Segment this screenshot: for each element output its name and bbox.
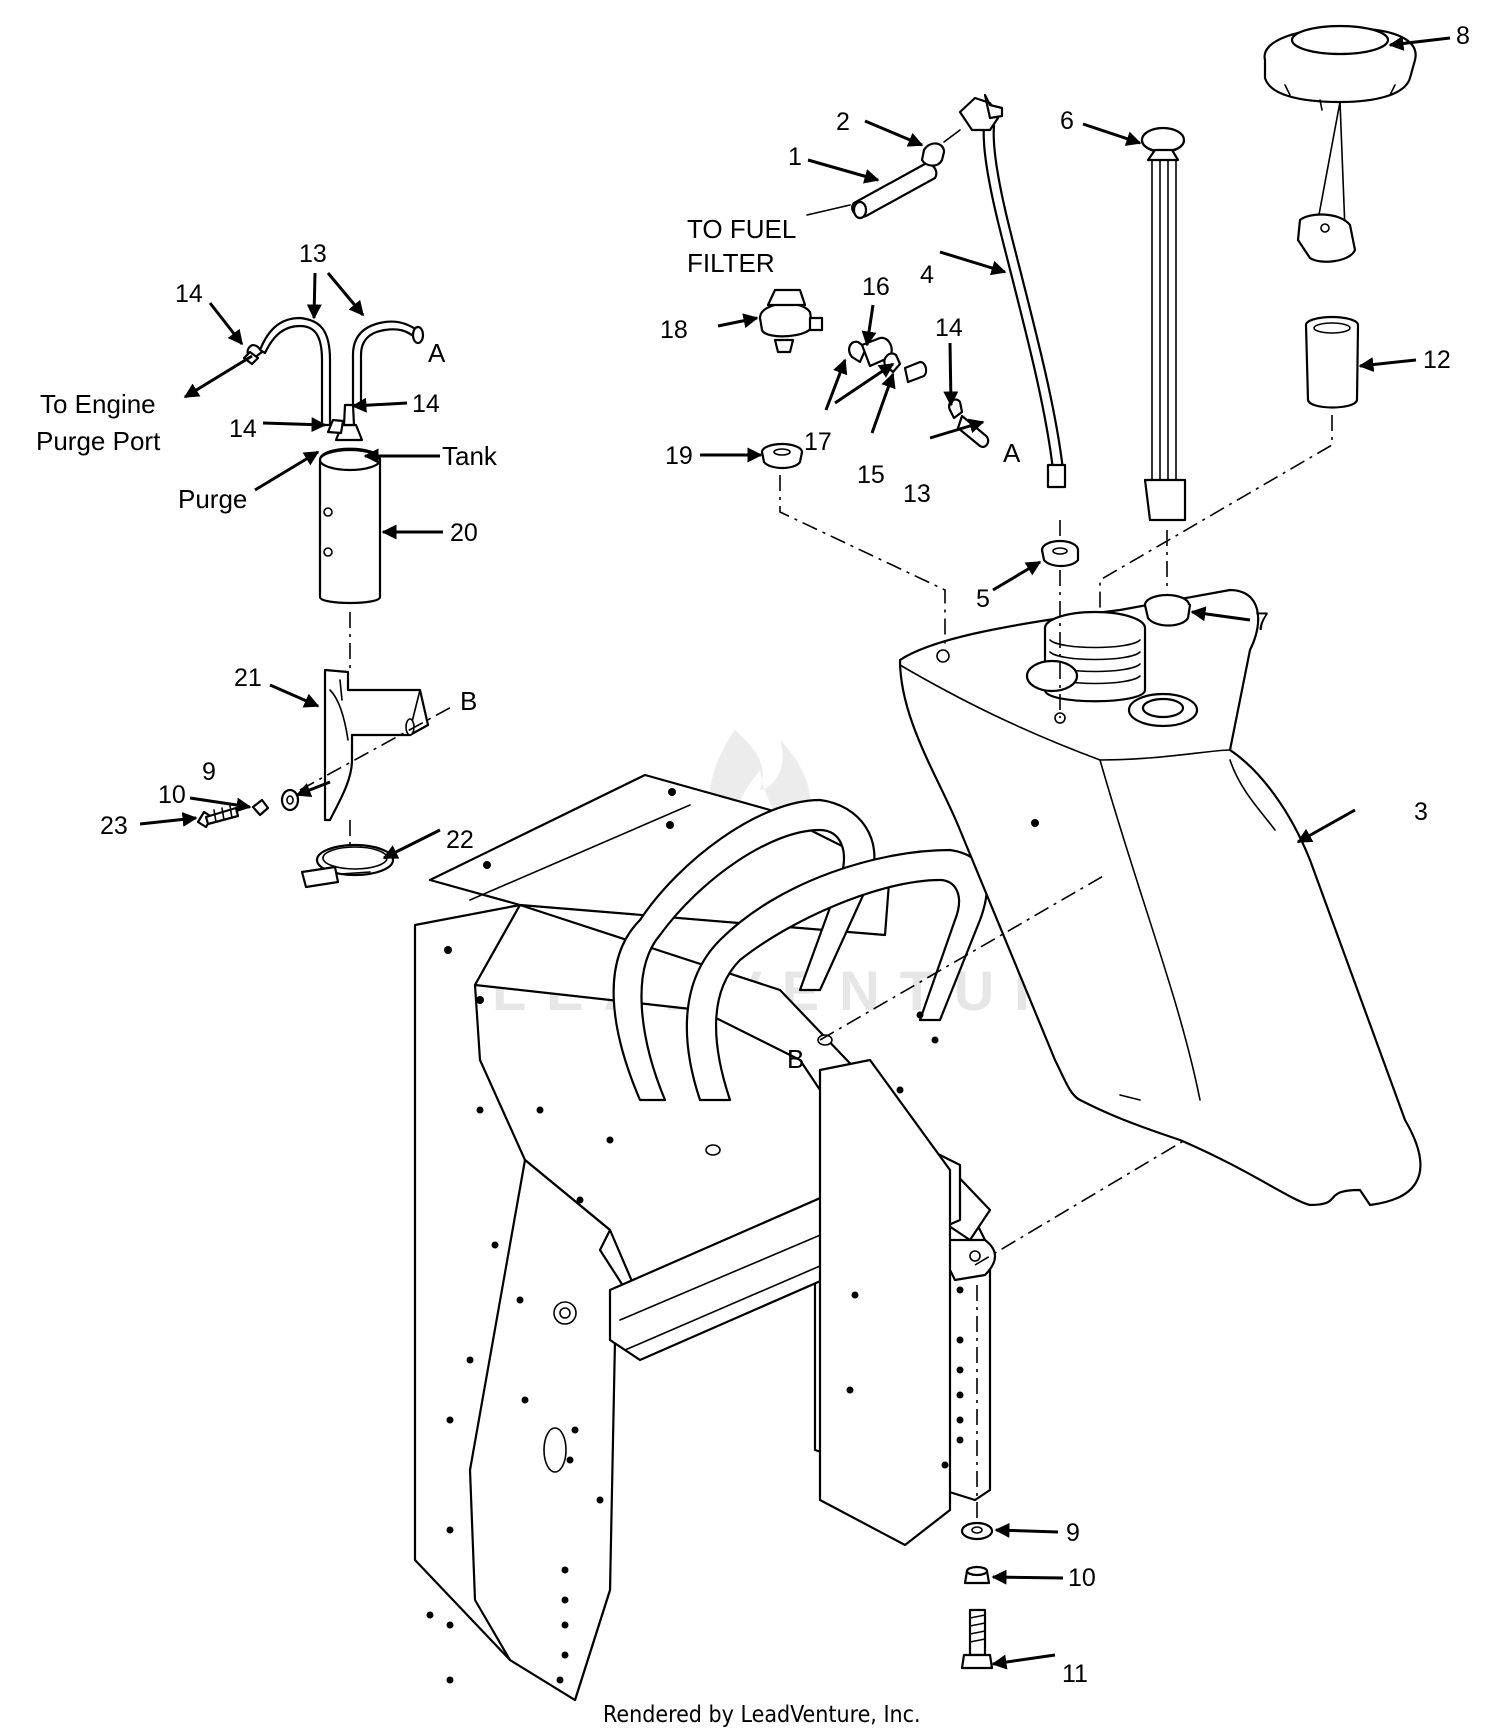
callout-1: 1 — [788, 143, 802, 171]
frame-holes — [426, 788, 964, 1684]
callout-10-bottom: 10 — [1068, 1564, 1096, 1592]
callout-21: 21 — [234, 664, 262, 692]
callout-12: 12 — [1423, 346, 1451, 374]
note-to-engine-2: Purge Port — [36, 426, 161, 456]
gauge-grommet — [1143, 593, 1192, 627]
note-tank: Tank — [442, 441, 498, 471]
fuel-strainer — [1304, 315, 1360, 409]
callout-17: 17 — [804, 428, 832, 456]
ref-b-bracket: B — [460, 686, 477, 716]
callout-14-mid-left: 14 — [229, 415, 257, 443]
callout-2: 2 — [836, 108, 850, 136]
fuel-line-tube — [958, 93, 1067, 489]
callout-13-right: 13 — [903, 480, 931, 508]
callout-4: 4 — [920, 261, 934, 289]
callout-5: 5 — [976, 585, 990, 613]
callout-9-bottom: 9 — [1066, 1519, 1080, 1547]
callout-3: 3 — [1414, 798, 1428, 826]
tank-mount-hardware — [960, 1521, 994, 1670]
canister-hoses — [242, 316, 425, 427]
callout-9-bracket: 9 — [202, 758, 216, 786]
callout-16: 16 — [862, 273, 890, 301]
note-to-engine-1: To Engine — [40, 389, 156, 419]
callout-arrows — [139, 35, 1451, 1670]
callout-10-bracket: 10 — [158, 781, 186, 809]
fuel-gauge-sender — [1140, 126, 1187, 522]
assembly-leaders — [299, 415, 1333, 1522]
diagram-notes: TO FUEL FILTER To Engine Purge Port Purg… — [36, 204, 1021, 1074]
callout-numbers: 1 2 3 4 5 6 7 8 9 9 10 10 11 12 13 13 14… — [100, 22, 1470, 1688]
callout-19: 19 — [665, 442, 693, 470]
callout-20: 20 — [450, 519, 478, 547]
canister-bracket — [323, 668, 430, 822]
ref-a-left: A — [428, 338, 446, 368]
callout-23: 23 — [100, 812, 128, 840]
callout-6: 6 — [1060, 107, 1074, 135]
ref-a-right: A — [1003, 438, 1021, 468]
ref-b-frame: B — [787, 1044, 804, 1074]
callout-14-left: 14 — [175, 280, 203, 308]
callout-18: 18 — [660, 316, 688, 344]
tube-grommet — [1040, 539, 1080, 568]
fuel-cap — [1263, 24, 1417, 263]
valve-grommet — [760, 442, 804, 470]
note-purge: Purge — [178, 484, 247, 514]
charcoal-canister — [318, 403, 382, 605]
fuel-tank — [898, 588, 1422, 1207]
frame — [413, 773, 997, 1702]
hose-clamp — [300, 843, 395, 889]
callout-15: 15 — [857, 461, 885, 489]
note-to-fuel-filter-2: FILTER — [687, 248, 775, 278]
callout-14-mid-right: 14 — [412, 390, 440, 418]
vent-hose-assembly — [848, 336, 990, 448]
callout-11: 11 — [1062, 1660, 1088, 1688]
callout-7: 7 — [1255, 608, 1269, 636]
callout-13-top: 13 — [299, 240, 327, 268]
bracket-hardware — [196, 788, 300, 829]
callout-22: 22 — [446, 826, 474, 854]
fuel-hose-and-clamp — [851, 129, 961, 220]
note-to-fuel-filter-1: TO FUEL — [687, 214, 796, 244]
callout-14-right: 14 — [935, 314, 963, 342]
rollover-valve — [758, 288, 824, 354]
footer-credit: Rendered by LeadVenture, Inc. — [603, 1702, 921, 1728]
callout-8: 8 — [1456, 22, 1470, 50]
